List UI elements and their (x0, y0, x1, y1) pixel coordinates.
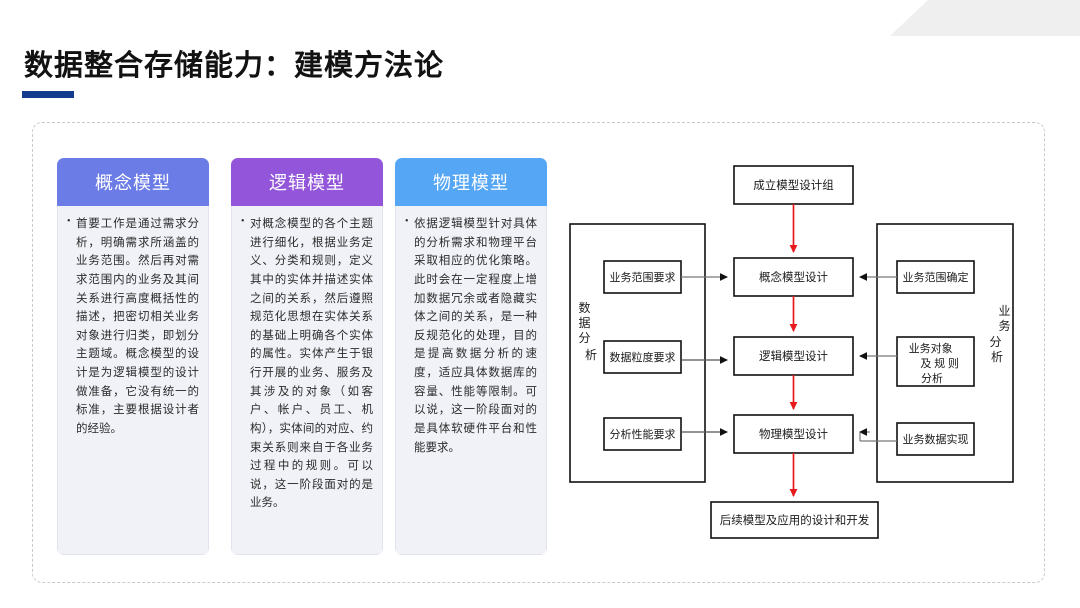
card-logical-model[interactable]: 逻辑模型 对概念模型的各个主题进行细化，根据业务定义、分类和规则，定义其中的实体… (231, 158, 383, 555)
card-physical-model-title: 物理模型 (395, 158, 547, 206)
flow-box-end-label: 后续模型及应用的设计和开发 (720, 513, 870, 527)
flow-box-business-scope-requirement-label: 业务范围要求 (610, 270, 676, 284)
flow-box-business-data-realization[interactable] (896, 422, 975, 456)
flow-box-logical-model-design[interactable] (733, 336, 854, 376)
page-title: 数据整合存储能力：建模方法论 (24, 50, 445, 82)
flow-right-group-container (876, 223, 1014, 483)
card-conceptual-model-body: 首要工作是通过需求分析，明确需求所涵盖的业务范围。然后再对需求范围内的业务及其间… (57, 206, 209, 555)
card-logical-model-text: 对概念模型的各个主题进行细化，根据业务定义、分类和规则，定义其中的实体并描述实体… (241, 214, 373, 513)
flow-box-conceptual-model-design-label: 概念模型设计 (759, 270, 828, 284)
flow-box-business-object-rule-analysis-label: 业务对象 及 规 则 分析 (909, 341, 962, 385)
card-conceptual-model-text: 首要工作是通过需求分析，明确需求所涵盖的业务范围。然后再对需求范围内的业务及其间… (67, 214, 199, 439)
flow-box-business-data-realization-label: 业务数据实现 (903, 432, 969, 446)
flow-box-conceptual-model-design[interactable] (733, 257, 854, 297)
flow-left-group-label: 数 据 分 析 (578, 300, 597, 362)
flow-box-logical-model-design-label: 逻辑模型设计 (759, 349, 828, 363)
model-cards-group: 概念模型 首要工作是通过需求分析，明确需求所涵盖的业务范围。然后再对需求范围内的… (57, 158, 557, 558)
flow-box-start[interactable] (733, 165, 854, 205)
corner-decoration (890, 0, 1080, 36)
modeling-flowchart: 数 据 分 析 业务范围要求 数据粒度要求 分析性能要求 业 务 分 析 业务范… (560, 160, 1040, 560)
flow-box-business-scope-confirmed-label: 业务范围确定 (903, 270, 969, 284)
card-conceptual-model-title: 概念模型 (57, 158, 209, 206)
card-logical-model-body: 对概念模型的各个主题进行细化，根据业务定义、分类和规则，定义其中的实体并描述实体… (231, 206, 383, 555)
content-frame (32, 122, 1045, 583)
flow-box-analysis-performance-requirement-label: 分析性能要求 (610, 427, 676, 441)
flow-right-group-label: 业 务 分 析 (989, 304, 1013, 364)
flow-box-analysis-performance-requirement[interactable] (603, 417, 682, 451)
flow-box-data-granularity-requirement-label: 数据粒度要求 (610, 350, 676, 364)
card-physical-model-text: 依据逻辑模型针对具体的分析需求和物理平台采取相应的优化策略。此时会在一定程度上增… (405, 214, 537, 457)
card-logical-model-title: 逻辑模型 (231, 158, 383, 206)
card-physical-model[interactable]: 物理模型 依据逻辑模型针对具体的分析需求和物理平台采取相应的优化策略。此时会在一… (395, 158, 547, 555)
flow-left-group-container (569, 223, 706, 483)
flow-box-data-granularity-requirement[interactable] (603, 340, 682, 374)
flow-box-physical-model-design-label: 物理模型设计 (759, 427, 828, 441)
flow-box-start-label: 成立模型设计组 (753, 178, 834, 192)
flow-box-end[interactable] (710, 501, 879, 539)
title-underline-rule (22, 91, 74, 98)
card-conceptual-model[interactable]: 概念模型 首要工作是通过需求分析，明确需求所涵盖的业务范围。然后再对需求范围内的… (57, 158, 209, 555)
card-physical-model-body: 依据逻辑模型针对具体的分析需求和物理平台采取相应的优化策略。此时会在一定程度上增… (395, 206, 547, 555)
flow-box-business-object-rule-analysis[interactable] (896, 336, 975, 387)
